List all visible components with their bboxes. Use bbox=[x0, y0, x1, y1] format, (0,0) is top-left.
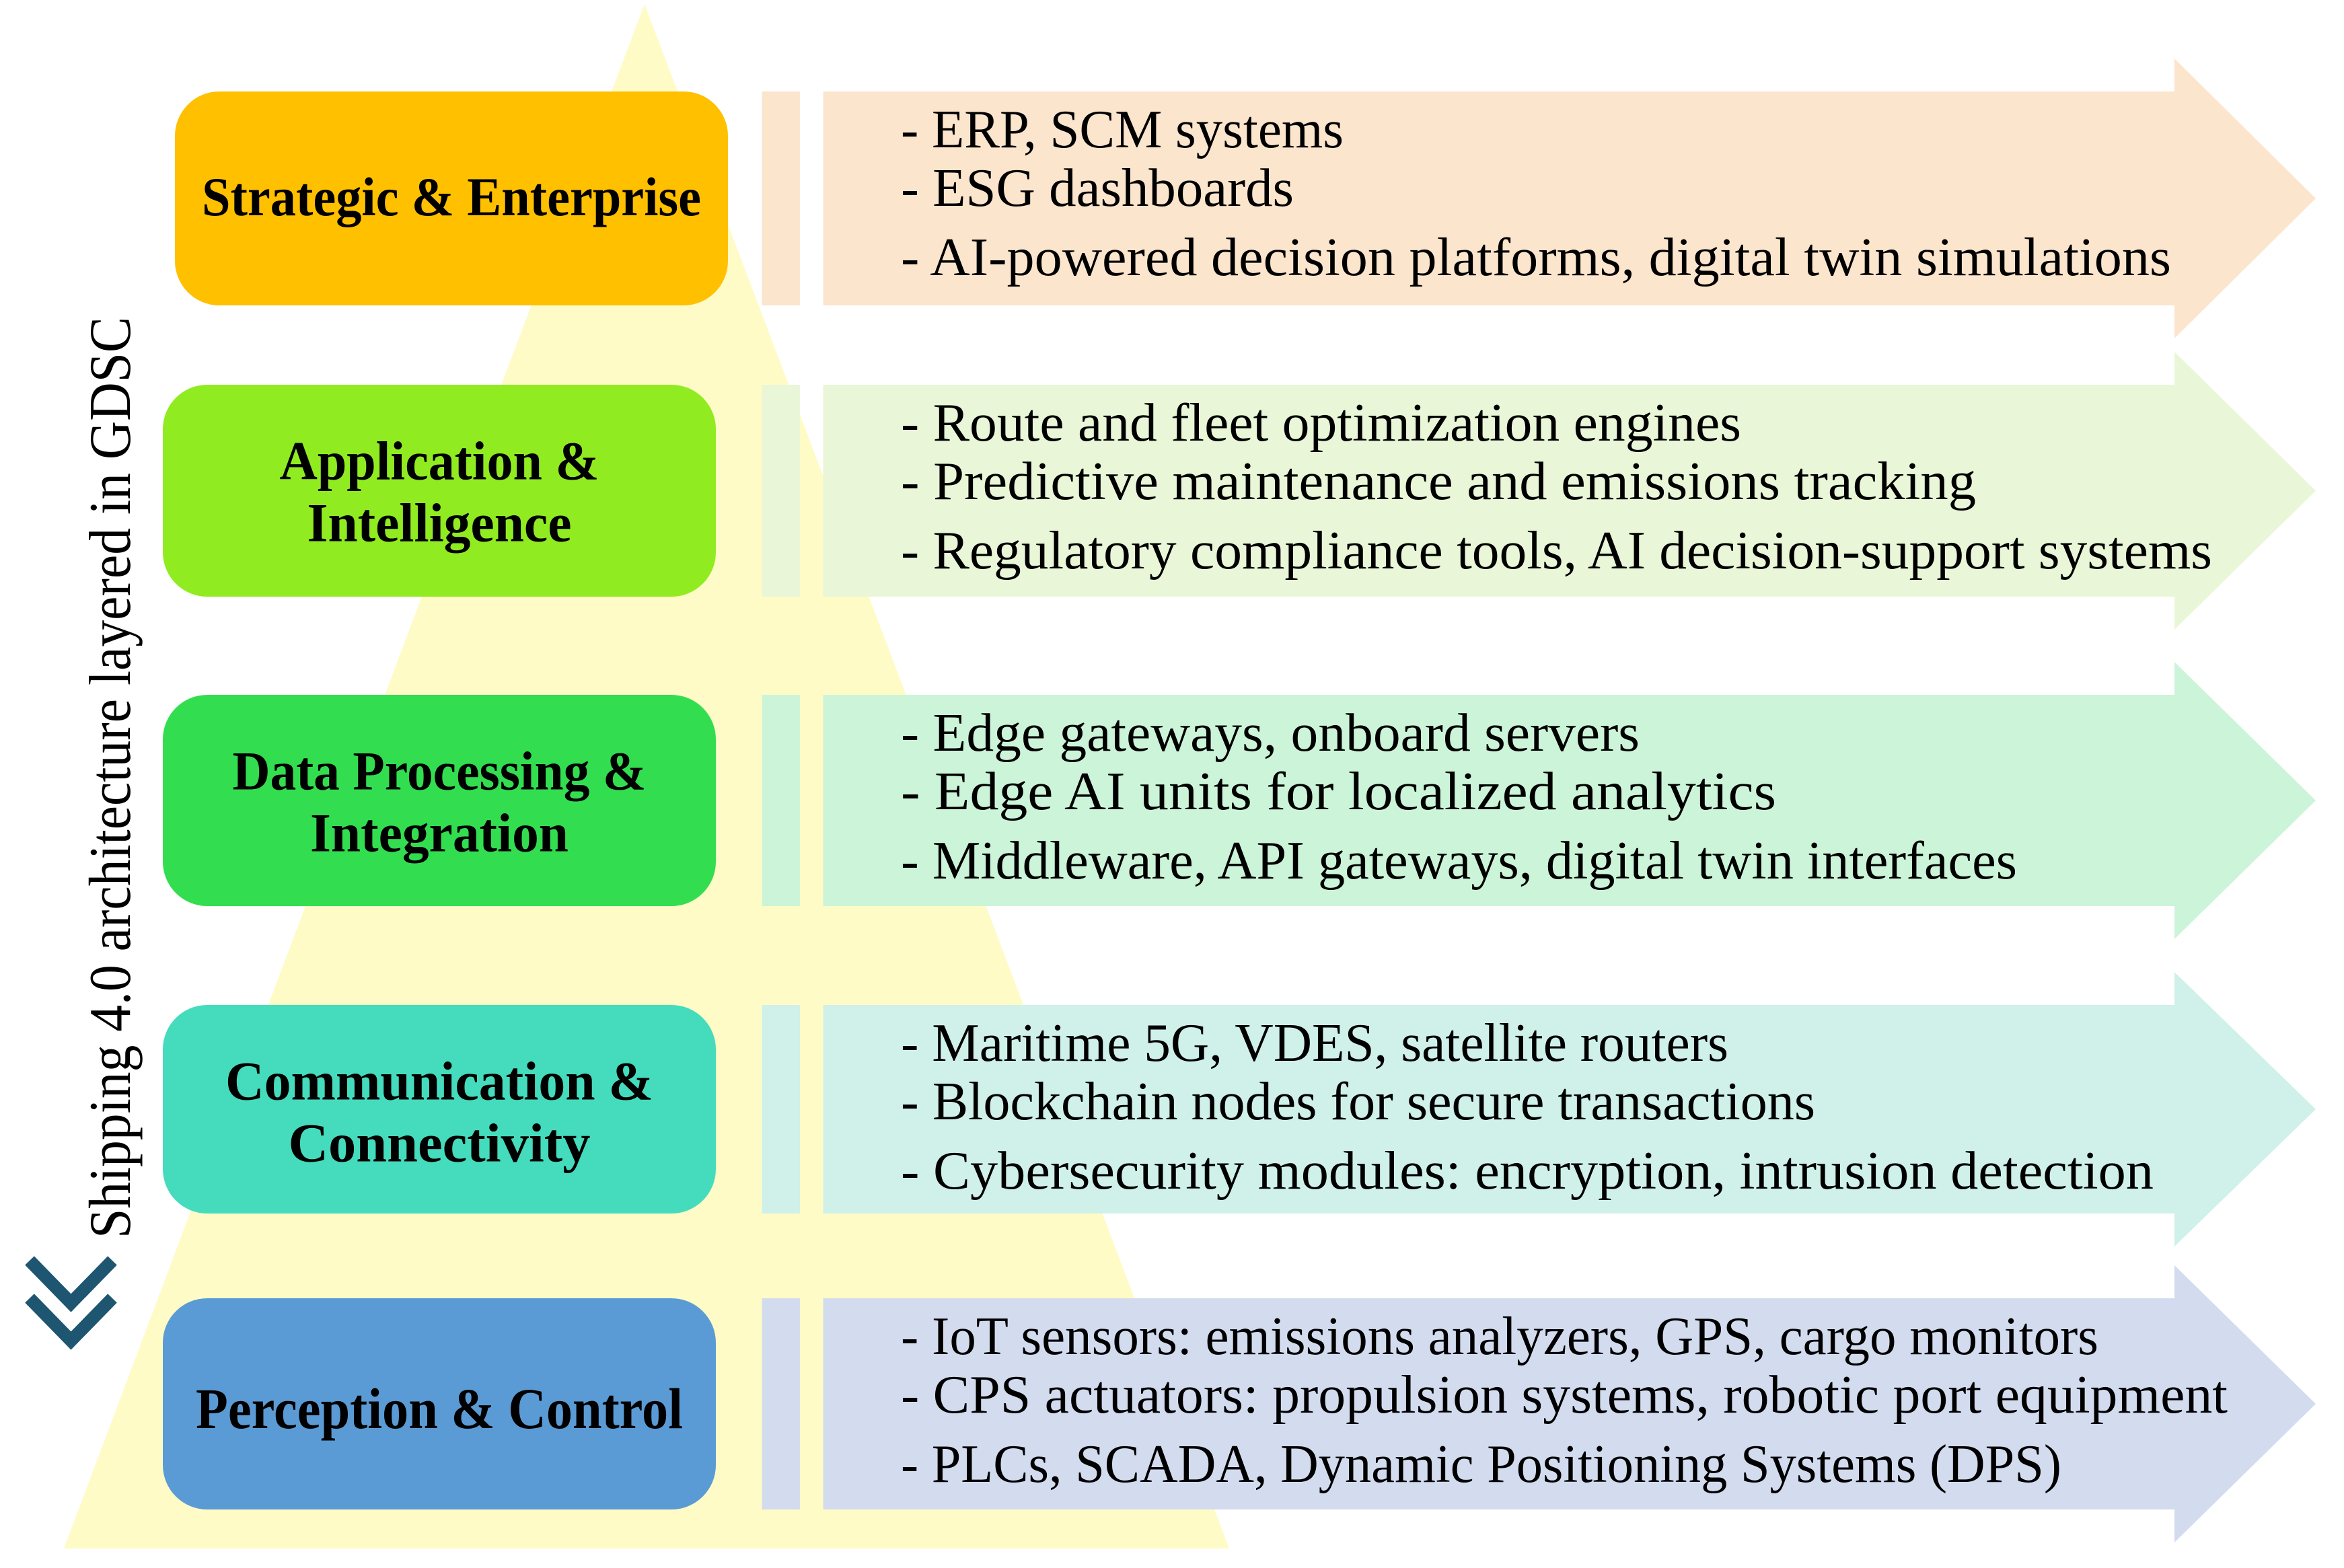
svg-text:Communication &: Communication & bbox=[225, 1050, 653, 1111]
svg-text:- Route and fleet optimization: - Route and fleet optimization engines bbox=[901, 394, 1741, 453]
svg-text:Perception & Control: Perception & Control bbox=[196, 1376, 683, 1441]
svg-text:Integration: Integration bbox=[310, 802, 569, 864]
svg-text:Strategic & Enterprise: Strategic & Enterprise bbox=[202, 166, 701, 227]
svg-text:- Regulatory compliance tools,: - Regulatory compliance tools, AI decisi… bbox=[901, 521, 2212, 581]
svg-text:- IoT sensors: emissions analy: - IoT sensors: emissions analyzers, GPS,… bbox=[901, 1307, 2098, 1366]
svg-text:Data Processing &: Data Processing & bbox=[233, 740, 647, 801]
svg-text:- Maritime 5G, VDES, satellite: - Maritime 5G, VDES, satellite routers bbox=[901, 1014, 1728, 1073]
svg-text:Connectivity: Connectivity bbox=[289, 1113, 591, 1174]
svg-text:Shipping 4.0 architecture laye: Shipping 4.0 architecture layered in GDS… bbox=[78, 317, 143, 1238]
svg-text:Application &: Application & bbox=[280, 430, 599, 491]
svg-text:- Blockchain nodes for secure: - Blockchain nodes for secure transactio… bbox=[901, 1072, 1815, 1131]
svg-text:- ERP, SCM systems: - ERP, SCM systems bbox=[901, 100, 1344, 159]
svg-text:- ESG dashboards: - ESG dashboards bbox=[901, 159, 1294, 218]
svg-text:- CPS actuators: propulsion sy: - CPS actuators: propulsion systems, rob… bbox=[901, 1366, 2228, 1425]
svg-text:Intelligence: Intelligence bbox=[307, 492, 572, 554]
svg-text:- Cybersecurity modules: encry: - Cybersecurity modules: encryption, int… bbox=[901, 1142, 2154, 1201]
svg-text:- Edge gateways, onboard serve: - Edge gateways, onboard servers bbox=[901, 704, 1640, 763]
svg-text:- AI-powered decision platform: - AI-powered decision platforms, digital… bbox=[901, 228, 2171, 287]
svg-text:- Predictive maintenance and e: - Predictive maintenance and emissions t… bbox=[901, 452, 1976, 511]
svg-text:- Middleware, API gateways, di: - Middleware, API gateways, digital twin… bbox=[901, 831, 2017, 891]
svg-text:- Edge AI units for localized: - Edge AI units for localized analytics bbox=[901, 762, 1776, 821]
svg-text:- PLCs, SCADA, Dynamic Positio: - PLCs, SCADA, Dynamic Positioning Syste… bbox=[901, 1435, 2061, 1494]
